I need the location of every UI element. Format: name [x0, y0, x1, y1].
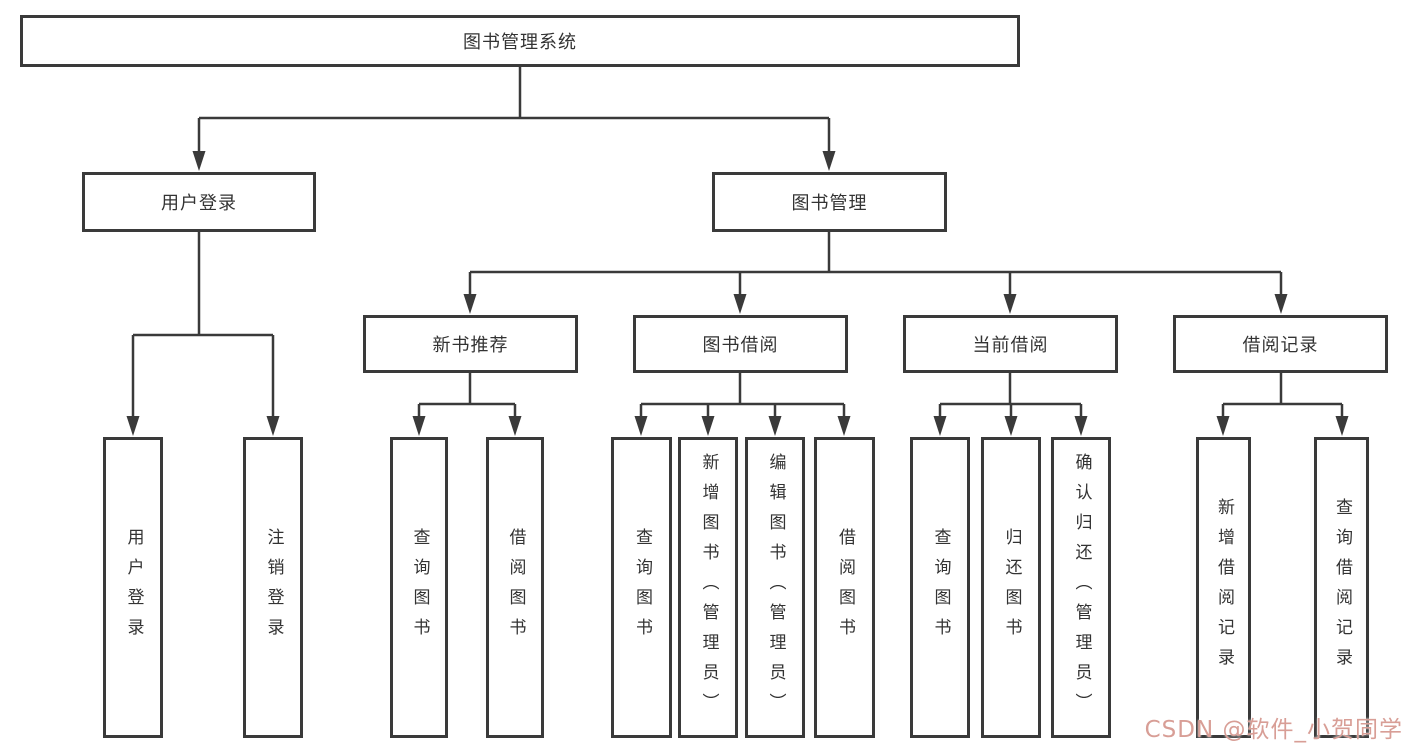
leaf-current-query-books-label: 查询图书: [930, 527, 951, 648]
leaf-borrowing-query-books: 查询图书: [611, 437, 672, 738]
leaf-return-books-label: 归还图书: [1001, 527, 1022, 648]
leaf-query-borrow-record: 查询借阅记录: [1314, 437, 1369, 738]
leaf-borrowing-borrow-books: 借阅图书: [814, 437, 875, 738]
leaf-add-borrow-record-label: 新增借阅记录: [1214, 497, 1234, 678]
leaf-newbooks-query-books-label: 查询图书: [409, 527, 430, 648]
leaf-confirm-return-admin: 确认归还（管理员）: [1051, 437, 1111, 738]
node-root-system: 图书管理系统: [20, 15, 1020, 67]
leaf-confirm-return-admin-label: 确认归还（管理员）: [1071, 452, 1092, 723]
leaf-user-login-label: 用户登录: [123, 527, 144, 648]
leaf-borrowing-borrow-books-label: 借阅图书: [835, 527, 855, 648]
leaf-edit-books-admin: 编辑图书（管理员）: [745, 437, 805, 738]
leaf-newbooks-borrow-books: 借阅图书: [486, 437, 544, 738]
node-borrowing-records: 借阅记录: [1173, 315, 1388, 373]
leaf-logout-label: 注销登录: [263, 527, 284, 648]
node-new-book-recommendation: 新书推荐: [363, 315, 578, 373]
leaf-logout: 注销登录: [243, 437, 303, 738]
node-user-login-module: 用户登录: [82, 172, 316, 232]
leaf-add-books-admin: 新增图书（管理员）: [678, 437, 738, 738]
leaf-query-borrow-record-label: 查询借阅记录: [1332, 497, 1352, 678]
leaf-newbooks-borrow-books-label: 借阅图书: [505, 527, 526, 648]
arrow-down-icons: [126, 151, 1349, 436]
node-root-label: 图书管理系统: [463, 32, 577, 53]
leaf-edit-books-admin-label: 编辑图书（管理员）: [765, 452, 786, 723]
node-book-management-label: 图书管理: [791, 193, 868, 214]
leaf-add-borrow-record: 新增借阅记录: [1196, 437, 1251, 738]
node-current-borrowing-label: 当前借阅: [972, 335, 1049, 356]
leaf-newbooks-query-books: 查询图书: [390, 437, 448, 738]
node-book-management-module: 图书管理: [712, 172, 947, 232]
leaf-current-query-books: 查询图书: [910, 437, 970, 738]
node-current-borrowing: 当前借阅: [903, 315, 1118, 373]
node-new-book-recommendation-label: 新书推荐: [432, 335, 509, 356]
node-borrowing-records-label: 借阅记录: [1242, 335, 1319, 356]
leaf-add-books-admin-label: 新增图书（管理员）: [698, 452, 719, 723]
leaf-return-books: 归还图书: [981, 437, 1041, 738]
node-book-borrowing: 图书借阅: [633, 315, 848, 373]
leaf-user-login: 用户登录: [103, 437, 163, 738]
leaf-borrowing-query-books-label: 查询图书: [632, 527, 652, 648]
node-user-login-label: 用户登录: [161, 193, 237, 214]
node-book-borrowing-label: 图书借阅: [702, 335, 779, 356]
